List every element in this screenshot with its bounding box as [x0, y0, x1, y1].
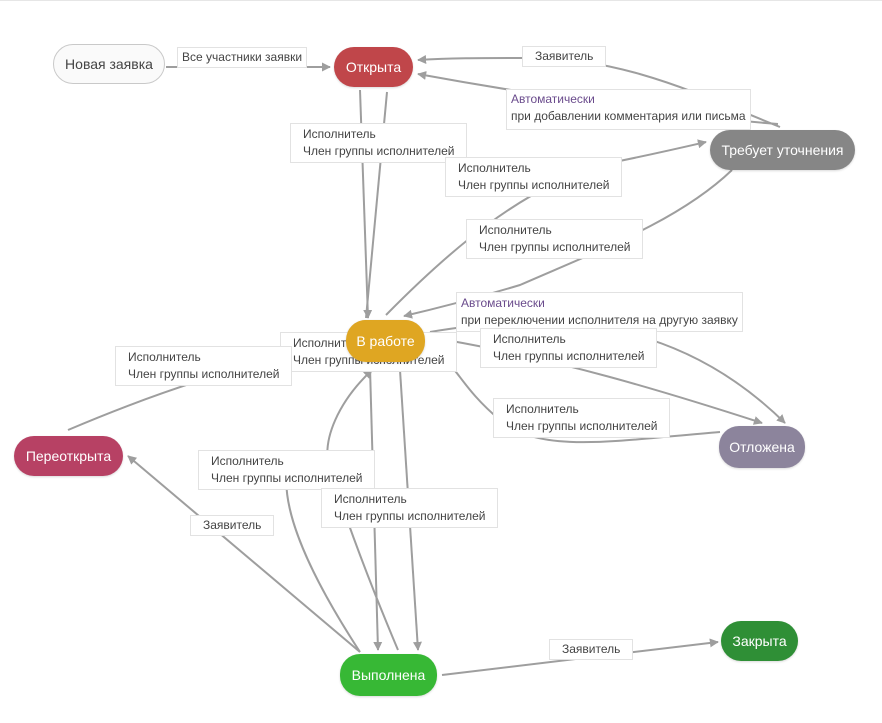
label-group-member: Член группы исполнителей [303, 144, 455, 158]
label-group-member: Член группы исполнителей [128, 367, 280, 381]
node-new-request[interactable]: Новая заявка [53, 44, 165, 84]
node-reopened[interactable]: Переоткрыта [14, 436, 123, 476]
label-clar-work: Исполнитель Член группы исполнителей [466, 219, 644, 259]
label-executor: Исполнитель [211, 454, 284, 468]
label-auto-title: Автоматически [511, 92, 595, 106]
label-requester-done-closed: Заявитель [549, 639, 634, 660]
label-done-work: Исполнитель Член группы исполнителей [198, 450, 376, 490]
label-work-clar: Исполнитель Член группы исполнителей [445, 157, 623, 197]
top-border [0, 0, 882, 1]
label-all-participants: Все участники заявки [177, 47, 308, 68]
label-reopen-work: Исполнитель Член группы исполнителей [115, 346, 293, 386]
label-executor: Исполнитель [479, 223, 552, 237]
label-group-member: Член группы исполнителей [334, 509, 486, 523]
label-post-work: Исполнитель Член группы исполнителей [493, 398, 671, 438]
label-requester-clar-open: Заявитель [522, 46, 607, 67]
label-executor: Исполнитель [334, 492, 407, 506]
label-executor: Исполнитель [303, 127, 376, 141]
label-auto-comment: Автоматически при добавлении комментария… [506, 89, 751, 130]
label-auto-switch: Автоматически при переключении исполните… [456, 292, 743, 332]
edge-done-reopen [127, 455, 361, 653]
label-group-member: Член группы исполнителей [211, 471, 363, 485]
label-auto-desc: при переключении исполнителя на другую з… [461, 313, 738, 327]
node-clarification[interactable]: Требует уточнения [710, 130, 855, 170]
node-open[interactable]: Открыта [334, 47, 413, 87]
label-group-member: Член группы исполнителей [493, 349, 645, 363]
label-requester-done-reopen: Заявитель [190, 515, 275, 536]
node-closed[interactable]: Закрыта [721, 621, 798, 661]
label-auto-title: Автоматически [461, 296, 545, 310]
label-group-member: Член группы исполнителей [458, 178, 610, 192]
label-executor: Исполнитель [493, 332, 566, 346]
label-executor: Исполнитель [506, 402, 579, 416]
label-work-post: Исполнитель Член группы исполнителей [480, 328, 658, 368]
node-in-work-front[interactable]: В работе [346, 320, 425, 362]
label-executor: Исполнитель [128, 350, 201, 364]
label-work-done: Исполнитель Член группы исполнителей [321, 488, 499, 528]
label-auto-desc: при добавлении комментария или письма [511, 109, 746, 123]
label-group-member: Член группы исполнителей [506, 419, 658, 433]
label-executor: Исполнитель [458, 161, 531, 175]
edge-clar-work [403, 169, 733, 319]
node-done[interactable]: Выполнена [340, 654, 437, 696]
node-postponed[interactable]: Отложена [719, 426, 805, 468]
label-open-work: Исполнитель Член группы исполнителей [290, 123, 468, 163]
label-group-member: Член группы исполнителей [479, 240, 631, 254]
